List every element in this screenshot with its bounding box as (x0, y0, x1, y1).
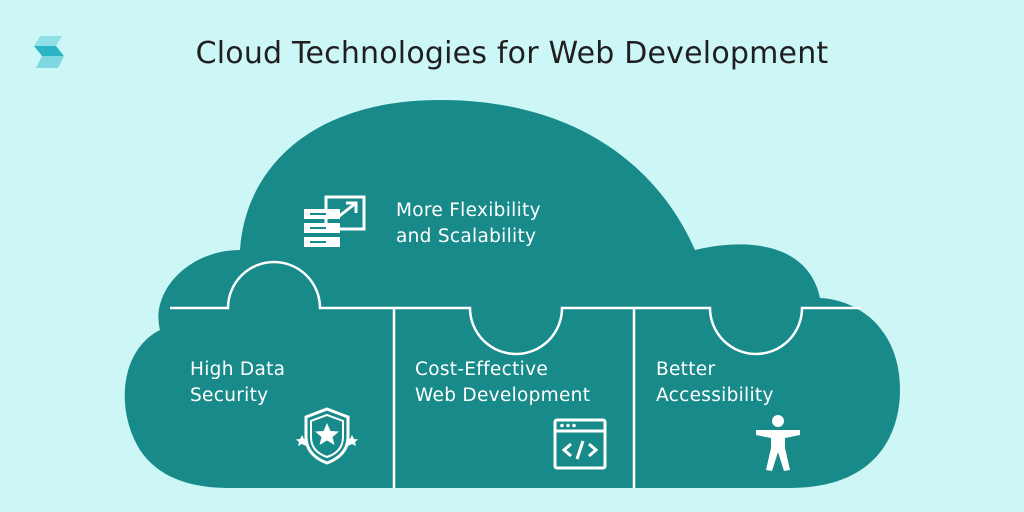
section-accessibility-line2: Accessibility (656, 385, 774, 406)
section-security-line1: High Data (190, 359, 286, 380)
section-flexibility-line1: More Flexibility (396, 200, 541, 221)
section-flexibility-line2: and Scalability (396, 226, 537, 247)
shield-stars-icon (296, 407, 358, 465)
section-cost-line2: Web Development (415, 385, 591, 406)
accessibility-person-icon (756, 415, 800, 471)
cloud-shape (124, 100, 901, 488)
code-window-icon (553, 418, 607, 470)
section-cost-line1: Cost-Effective (415, 359, 548, 380)
brand-logo-icon (34, 36, 64, 68)
section-accessibility-line1: Better (656, 359, 716, 380)
section-flexibility-label: More Flexibility and Scalability (396, 198, 541, 250)
server-expand-icon (304, 195, 366, 247)
section-security-label: High Data Security (190, 357, 285, 409)
divider-horizontal (170, 260, 860, 356)
section-accessibility-label: Better Accessibility (656, 357, 774, 409)
section-cost-label: Cost-Effective Web Development (415, 357, 590, 409)
section-security-line2: Security (190, 385, 269, 406)
page-title: Cloud Technologies for Web Development (195, 36, 829, 71)
